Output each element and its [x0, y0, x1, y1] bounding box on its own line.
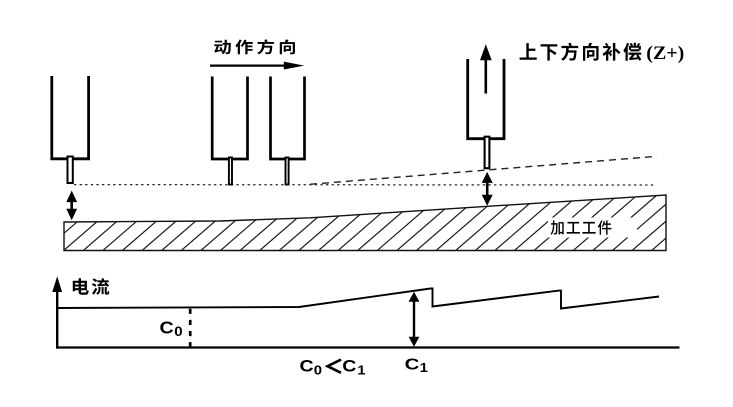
svg-text:0: 0	[174, 325, 182, 340]
svg-text:C: C	[405, 356, 420, 373]
svg-text:(Z+): (Z+)	[646, 44, 684, 64]
svg-text:1: 1	[357, 362, 366, 377]
svg-text:C: C	[160, 317, 174, 337]
svg-text:0: 0	[314, 362, 323, 377]
svg-text:C: C	[342, 356, 356, 375]
svg-text:1: 1	[420, 360, 429, 375]
svg-text:C: C	[300, 356, 314, 375]
